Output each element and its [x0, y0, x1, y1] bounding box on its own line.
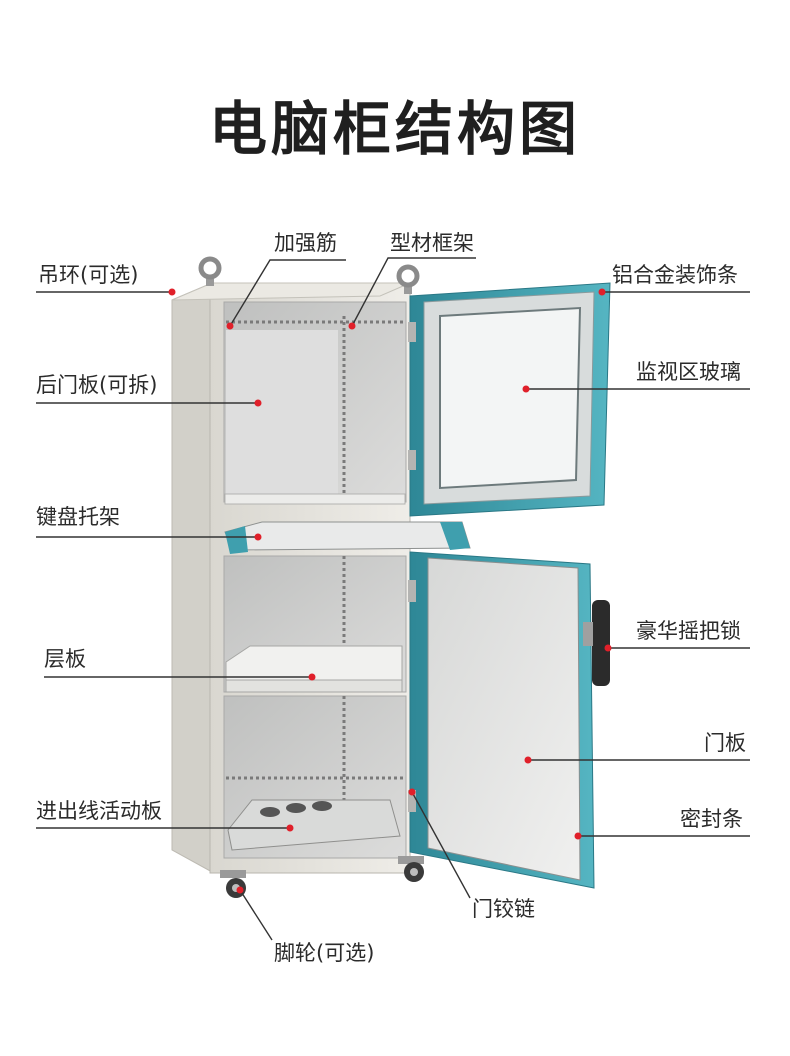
label-lifting-ring: 吊环(可选)	[38, 263, 139, 287]
lifting-ring-left	[198, 256, 222, 286]
label-cable-plate: 进出线活动板	[36, 799, 162, 823]
cabinet-side-panel	[171, 282, 213, 873]
cable-plate	[227, 799, 401, 851]
label-caster: 脚轮(可选)	[274, 941, 375, 965]
marker-dots	[168, 288, 612, 894]
label-monitor-glass: 监视区玻璃	[636, 360, 741, 384]
label-hinge: 门铰链	[472, 897, 535, 921]
label-handle-lock: 豪华摇把锁	[636, 619, 741, 643]
label-seal-strip: 密封条	[680, 807, 743, 831]
label-door-panel: 门板	[704, 731, 746, 755]
rear-door-panel	[226, 330, 338, 498]
lower-door-panel	[408, 551, 610, 889]
label-keyboard-tray: 键盘托架	[36, 505, 120, 529]
page-title: 电脑柜结构图	[208, 95, 581, 163]
lifting-ring-right	[396, 264, 420, 294]
label-rear-door: 后门板(可拆)	[36, 373, 158, 397]
label-reinforcement: 加强筋	[274, 231, 337, 255]
keyboard-tray	[224, 521, 471, 554]
upper-glass-door	[408, 282, 611, 517]
leader-lines	[36, 257, 750, 941]
shelf-board	[225, 645, 403, 693]
handle-lock	[592, 600, 610, 686]
label-profile-frame: 型材框架	[390, 231, 474, 255]
label-shelf: 层板	[44, 647, 86, 671]
caster-right	[398, 856, 424, 882]
label-alloy-trim: 铝合金装饰条	[612, 263, 738, 287]
